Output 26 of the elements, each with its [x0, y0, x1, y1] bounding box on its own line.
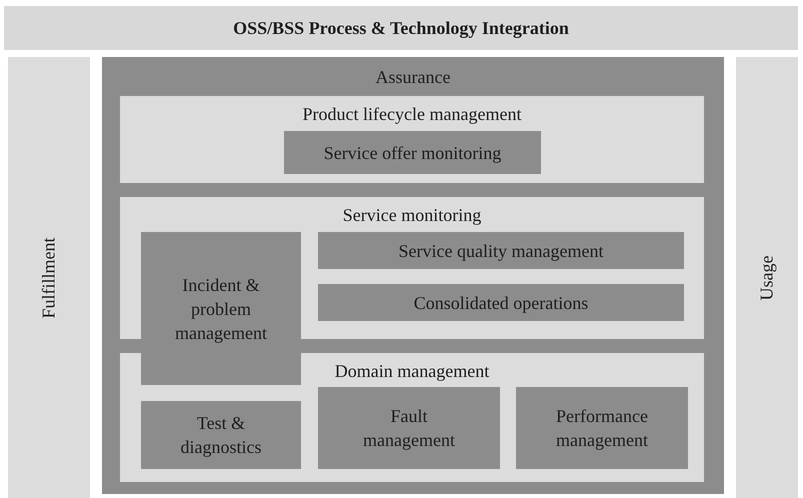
box-label: Performance management — [555, 405, 649, 452]
process-box — [141, 401, 301, 469]
box-label: Fulfillment — [38, 237, 60, 318]
side-panel — [8, 57, 90, 498]
box-label: Service quality management — [398, 240, 604, 262]
group-panel — [120, 96, 704, 183]
box-label: Usage — [756, 255, 778, 300]
box-label: Incident & problem management — [174, 274, 268, 344]
group-heading: Product lifecycle management — [302, 104, 522, 125]
process-box — [284, 131, 541, 174]
process-box — [516, 387, 688, 469]
process-box — [141, 232, 301, 385]
process-box — [318, 232, 684, 269]
box-label: Test & diagnostics — [180, 412, 262, 459]
process-box — [318, 284, 684, 321]
process-box — [318, 387, 500, 469]
group-heading: Domain management — [334, 361, 490, 382]
box-label: Consolidated operations — [414, 292, 588, 314]
group-heading: Assurance — [374, 67, 452, 88]
group-panel — [102, 57, 724, 494]
group-heading: Service monitoring — [342, 205, 482, 226]
box-label: Service offer monitoring — [324, 142, 502, 164]
side-panel — [736, 57, 798, 498]
group-panel — [120, 353, 704, 482]
box-label: Fault management — [362, 405, 456, 452]
diagram-title: OSS/BSS Process & Technology Integration — [233, 18, 569, 38]
